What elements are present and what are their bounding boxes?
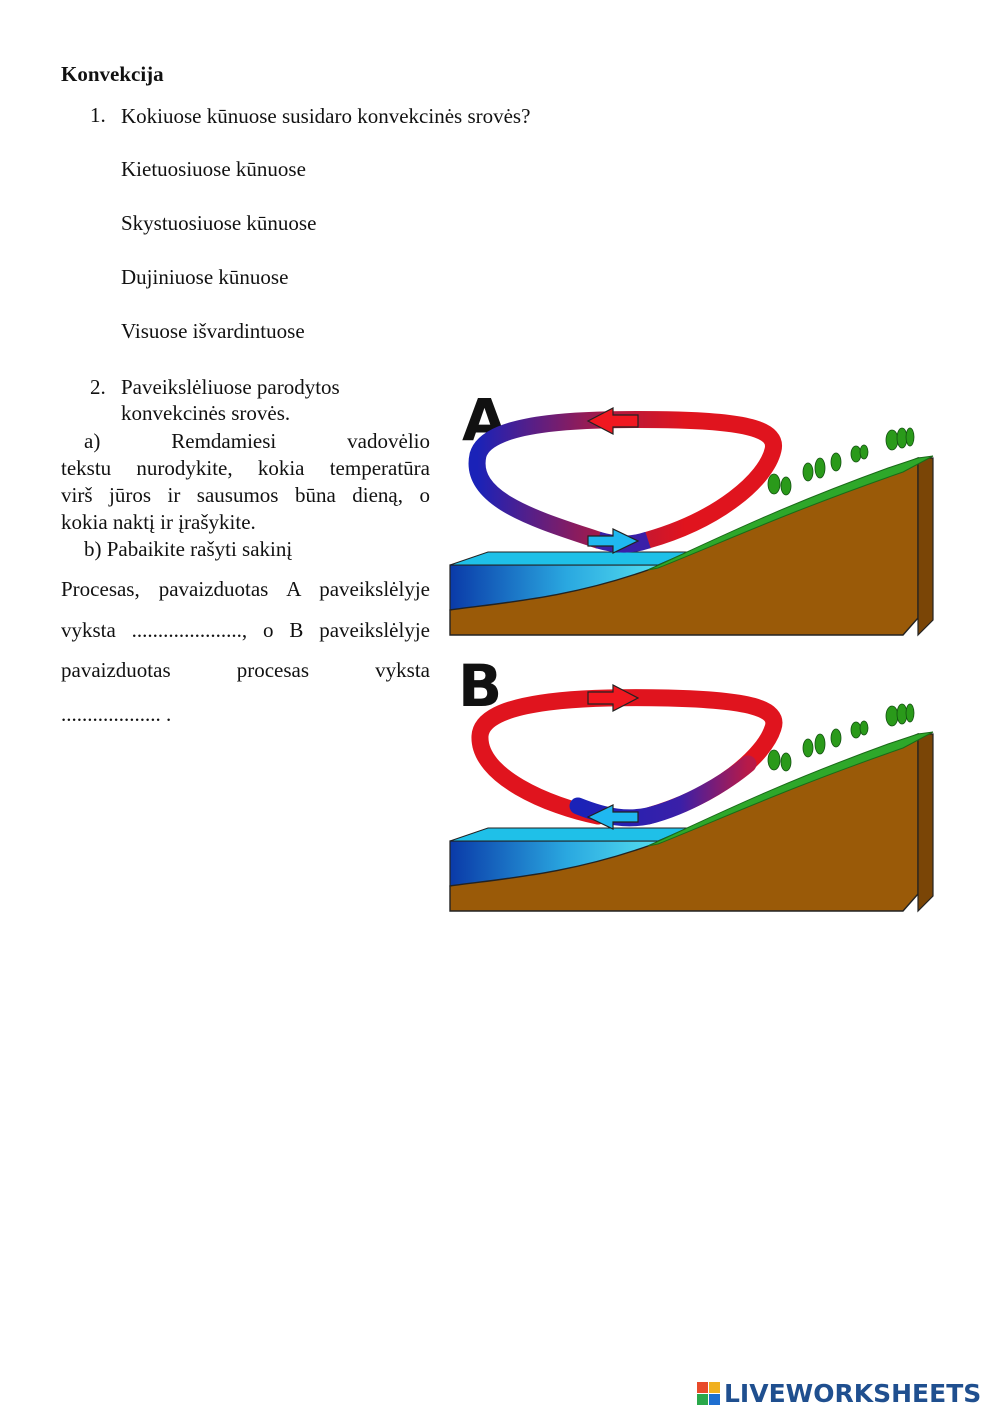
question-2-line-2: konvekcinės srovės. (121, 401, 291, 425)
question-1-number: 1. (90, 103, 106, 127)
sentence-line-4[interactable]: ................... . (61, 702, 172, 726)
part-a-line-2: tekstu nurodykite, kokia temperatūra (61, 456, 430, 480)
question-1-text: Kokiuose kūnuose susidaro konvekcinės sr… (121, 104, 531, 128)
liveworksheets-logo: LIVEWORKSHEETS (697, 1378, 981, 1408)
option-2[interactable]: Skystuosiuose kūnuose (121, 211, 317, 235)
option-1[interactable]: Kietuosiuose kūnuose (121, 157, 306, 181)
option-4[interactable]: Visuose išvardintuose (121, 319, 305, 343)
option-3[interactable]: Dujiniuose kūnuose (121, 265, 289, 289)
part-a-line-4: kokia naktį ir įrašykite. (61, 510, 256, 534)
sentence-line-2[interactable]: vyksta ....................., o B paveik… (61, 618, 430, 642)
part-b-text: b) Pabaikite rašyti sakinį (84, 537, 293, 561)
scene-a: A (449, 386, 934, 637)
page-title: Konvekcija (61, 62, 164, 86)
scene-b: B (449, 652, 934, 913)
sentence-line-3: pavaizduotas procesas vyksta (61, 658, 430, 682)
part-a-line-3: virš jūros ir sausumos būna dieną, o (61, 483, 430, 507)
convection-diagram: A B (449, 386, 934, 913)
logo-text: LIVEWORKSHEETS (724, 1378, 982, 1408)
question-2-number: 2. (90, 375, 106, 399)
part-a-line-1: a) Remdamiesi vadovėlio (84, 429, 430, 453)
sentence-line-1: Procesas, pavaizduotas A paveikslėlyje (61, 577, 430, 601)
logo-mark-icon (697, 1381, 720, 1405)
question-2-line-1: Paveikslėliuose parodytos (121, 375, 340, 399)
